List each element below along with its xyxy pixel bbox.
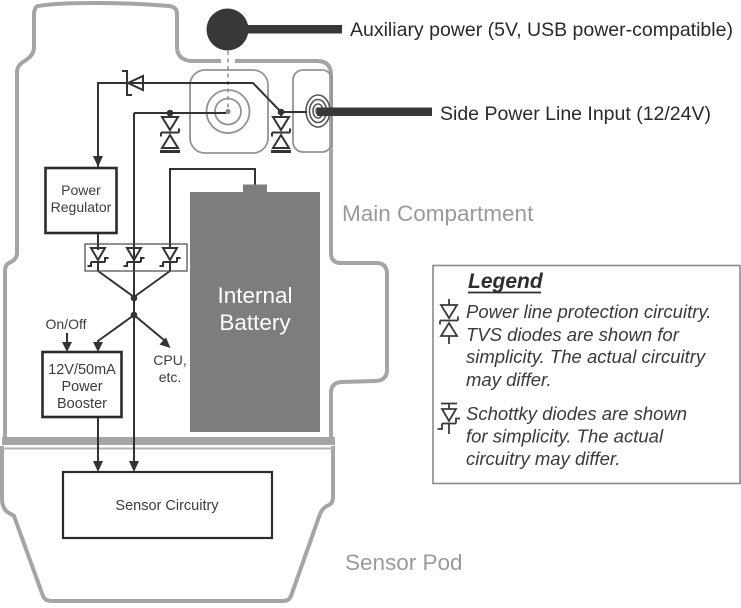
legend-item2-line3: circuitry may differ. (466, 448, 621, 469)
power-regulator-box (44, 166, 118, 235)
device-outline-main (2, 1, 221, 437)
wire-to-booster (97, 314, 135, 344)
power-regulator-label-line1: Power (61, 182, 101, 198)
device-outline (0, 1, 389, 603)
battery-terminal-tab (243, 184, 267, 193)
internal-battery-box (190, 192, 320, 432)
internal-battery-label-line1: Internal (217, 283, 292, 308)
main-compartment-label: Main Compartment (342, 201, 534, 226)
legend-item1-line2: TVS diodes are shown for (466, 324, 680, 345)
power-booster-label-line1: 12V/50mA (48, 362, 116, 378)
internal-battery-label-line2: Battery (219, 310, 291, 335)
power-booster-box (41, 350, 123, 419)
legend-item2-line2: for simplicity. The actual (466, 426, 664, 447)
legend-item1-line3: simplicity. The actual circuitry (466, 346, 707, 367)
schottky-diode-icon (122, 70, 144, 96)
tvs-diode-icon (271, 112, 291, 153)
arrow-to-cpu (159, 337, 171, 348)
legend-title: Legend (468, 270, 544, 293)
tvs-diode-icon (160, 113, 180, 153)
power-booster-label-line2: Power (61, 379, 102, 395)
arrow-onoff (62, 342, 72, 352)
junction-dot (130, 311, 138, 319)
power-regulator-label-line2: Regulator (51, 199, 112, 215)
schottky-diode-icon (123, 244, 145, 271)
onoff-label: On/Off (46, 316, 87, 332)
legend-box (432, 264, 741, 485)
cpu-label-line2: etc. (159, 369, 182, 385)
legend-item1-line1: Power line protection circuitry. (466, 301, 711, 322)
power-jack-socket (189, 69, 269, 154)
side-power-callout-bar (317, 107, 432, 116)
aux-power-callout-bar (244, 25, 342, 34)
power-booster-label-line3: Booster (57, 396, 107, 412)
wire-array-left-merge (97, 270, 135, 298)
sensor-circuitry-box (61, 470, 274, 540)
wire-to-cpu (133, 314, 165, 341)
cpu-label-line1: CPU, (153, 352, 186, 368)
wire-battery-to-array (169, 168, 256, 246)
compartment-divider (2, 437, 335, 445)
sensor-pod-label: Sensor Pod (345, 550, 463, 575)
junction-dot (130, 294, 138, 302)
aux-power-label: Auxiliary power (5V, USB power-compatibl… (350, 19, 733, 41)
wire-array-right-merge (133, 270, 171, 298)
arrow-into-regulator (93, 156, 103, 167)
sensor-pod-outline (0, 446, 335, 603)
schottky-diode-icon (437, 402, 460, 434)
legend-item2-line1: Schottky diodes are shown (466, 403, 687, 424)
aux-power-connector-icon (206, 8, 249, 51)
arrow-booster-to-sensor (93, 461, 103, 472)
sensor-circuitry-label: Sensor Circuitry (115, 498, 219, 514)
power-jack-center-pin (225, 108, 231, 115)
diode-array (87, 244, 181, 271)
tvs-diode-icon (439, 299, 459, 344)
arrow-main-to-sensor (129, 461, 139, 472)
legend-item1-line4: may differ. (466, 369, 552, 390)
wire-aux-to-regulator (97, 82, 282, 168)
device-outline-right (235, 59, 389, 437)
schottky-diode-icon (159, 244, 181, 271)
diode-array-box (84, 243, 188, 272)
schottky-diode-icon (87, 244, 109, 271)
side-power-label: Side Power Line Input (12/24V) (440, 103, 711, 125)
arrow-into-booster (93, 342, 103, 352)
arrowheads (62, 156, 171, 472)
